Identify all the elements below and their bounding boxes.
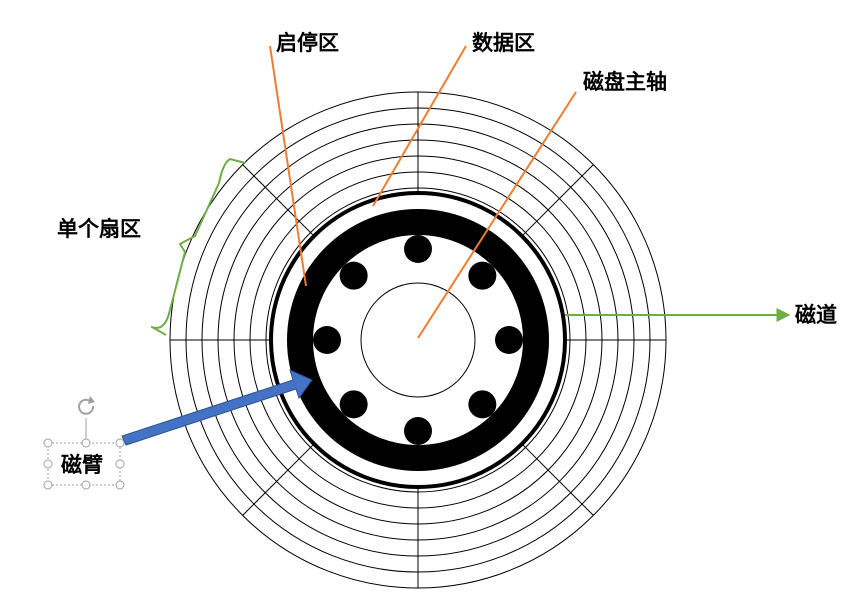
clamp-holes	[313, 235, 523, 445]
disk-arm-label[interactable]: 磁臂	[61, 453, 103, 477]
sector-line	[521, 443, 594, 516]
clamp-hole	[404, 235, 432, 263]
data-zone-leader-line	[372, 45, 467, 207]
spindle-circle	[360, 282, 476, 398]
clamp-hole	[339, 261, 368, 290]
clamp-hole	[404, 417, 432, 445]
resize-handle-top-left[interactable]	[43, 438, 53, 448]
resize-handle-bottom-left[interactable]	[43, 480, 53, 490]
sector-line	[521, 164, 594, 237]
resize-handle-bottom[interactable]	[81, 480, 91, 490]
sector-lines	[170, 92, 666, 588]
clamp-hole	[468, 390, 497, 419]
clamp-hole	[495, 326, 523, 354]
single-sector-label: 单个扇区	[57, 217, 141, 241]
clamp-hole	[468, 261, 497, 290]
resize-handle-right[interactable]	[115, 459, 125, 469]
rotate-handle-icon[interactable]	[78, 396, 95, 415]
data-zone-label: 数据区	[472, 31, 535, 55]
spindle-leader-line	[417, 91, 577, 339]
resize-handle-left[interactable]	[43, 459, 53, 469]
sector-bracket	[151, 158, 246, 336]
landing-zone-leader-line	[269, 45, 307, 287]
resize-handle-top[interactable]	[81, 438, 91, 448]
resize-handle-bottom-right[interactable]	[115, 480, 125, 490]
disk-arm-label-selection[interactable]	[43, 396, 125, 490]
sector-line	[242, 443, 315, 516]
clamp-hole	[313, 326, 341, 354]
spindle-label: 磁盘主轴	[583, 70, 667, 94]
landing-zone-label: 启停区	[276, 31, 339, 55]
track-label: 磁道	[795, 303, 837, 327]
resize-handle-top-right[interactable]	[115, 438, 125, 448]
sector-line	[242, 164, 315, 237]
clamp-hole	[339, 390, 368, 419]
disk-arm-arrow	[121, 369, 313, 446]
